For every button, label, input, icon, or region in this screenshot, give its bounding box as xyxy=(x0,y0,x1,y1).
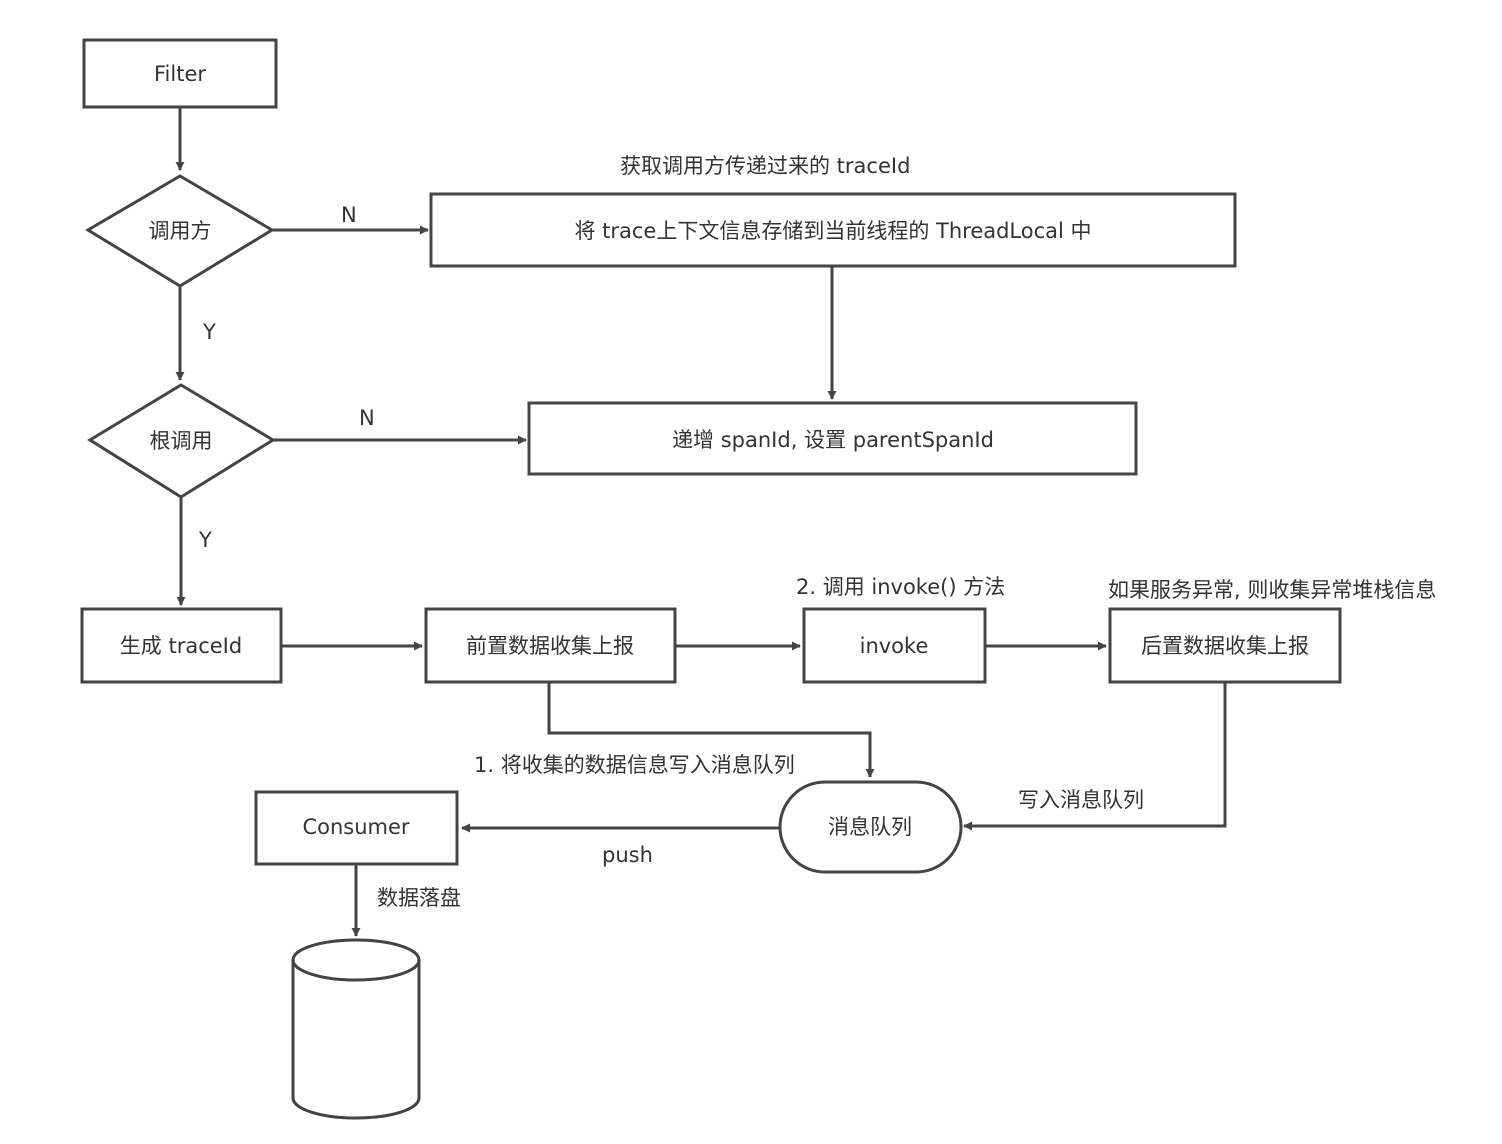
store-context-label: 将 trace上下文信息存储到当前线程的 ThreadLocal 中 xyxy=(574,219,1091,243)
edge-labels: N Y N Y xyxy=(198,203,375,552)
get-trace-id-annotation: 获取调用方传递过来的 traceId xyxy=(620,154,910,178)
write-queue-annotation: 写入消息队列 xyxy=(1018,788,1144,812)
nodes xyxy=(80,38,1342,1120)
edge-post-report-to-queue xyxy=(963,683,1227,831)
push-annotation: push xyxy=(602,843,653,867)
edge-pre-report-to-queue xyxy=(547,683,875,778)
storage-cylinder-top xyxy=(291,938,421,982)
edges xyxy=(175,108,1227,937)
storage-cylinder xyxy=(291,938,421,1120)
pre-report-label: 前置数据收集上报 xyxy=(466,634,634,658)
caller-no-label: N xyxy=(341,203,357,227)
filter-box xyxy=(82,38,278,109)
increment-span-box xyxy=(527,401,1138,476)
persist-annotation: 数据落盘 xyxy=(377,886,461,910)
message-queue-terminator xyxy=(778,780,963,874)
generate-trace-label: 生成 traceId xyxy=(120,634,242,658)
filter-label: Filter xyxy=(154,62,206,86)
generate-trace-box xyxy=(80,607,283,684)
consumer-label: Consumer xyxy=(302,815,409,839)
post-report-label: 后置数据收集上报 xyxy=(1141,634,1309,658)
root-decision-label: 根调用 xyxy=(150,429,213,453)
root-yes-label: Y xyxy=(198,528,212,552)
store-context-box xyxy=(429,192,1237,268)
caller-decision-diamond xyxy=(85,174,275,288)
node-labels: Filter 调用方 将 trace上下文信息存储到当前线程的 ThreadLo… xyxy=(120,62,1309,839)
root-no-label: N xyxy=(359,406,375,430)
increment-span-label: 递增 spanId, 设置 parentSpanId xyxy=(672,428,994,452)
annotations: 获取调用方传递过来的 traceId 2. 调用 invoke() 方法 如果服… xyxy=(377,154,1436,910)
caller-yes-label: Y xyxy=(202,320,216,344)
invoke-box xyxy=(802,607,987,684)
on-exception-annotation: 如果服务异常, 则收集异常堆栈信息 xyxy=(1108,578,1436,602)
storage-cylinder-body xyxy=(291,960,421,1120)
write-collected-annotation: 1. 将收集的数据信息写入消息队列 xyxy=(474,753,795,777)
pre-report-box xyxy=(424,607,677,684)
message-queue-label: 消息队列 xyxy=(828,815,912,839)
invoke-method-annotation: 2. 调用 invoke() 方法 xyxy=(796,575,1005,599)
post-report-box xyxy=(1108,607,1342,684)
invoke-label: invoke xyxy=(860,634,929,658)
caller-decision-label: 调用方 xyxy=(149,219,212,243)
consumer-box xyxy=(254,790,459,866)
root-decision-diamond xyxy=(87,383,276,499)
